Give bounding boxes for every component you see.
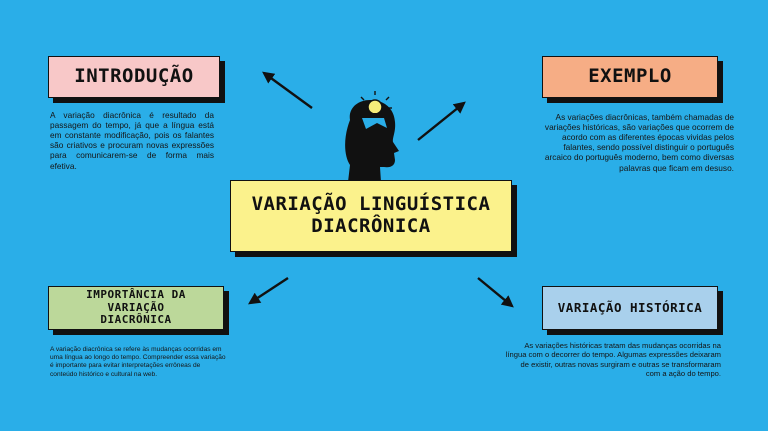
introducao-title-card: INTRODUÇÃO: [48, 56, 220, 98]
variacao-historica-title: VARIAÇÃO HISTÓRICA: [557, 299, 703, 315]
introducao-title: INTRODUÇÃO: [74, 65, 194, 88]
arrow-down-right-icon: [477, 277, 514, 308]
central-topic-title-line1: VARIAÇÃO LINGUÍSTICA: [251, 193, 491, 216]
importancia-title-card: IMPORTÂNCIA DA VARIAÇÃO DIACRÔNICA: [48, 286, 224, 330]
central-topic-title-line2: DIACRÔNICA: [311, 215, 431, 237]
exemplo-text: As variações diacrônicas, também chamada…: [544, 112, 734, 173]
importancia-title-line1: IMPORTÂNCIA DA VARIAÇÃO: [86, 288, 186, 314]
variacao-historica-text: As variações históricas tratam das mudan…: [505, 341, 721, 378]
variacao-historica-title-card: VARIAÇÃO HISTÓRICA: [542, 286, 718, 330]
importancia-text: A variação diacrônica se refere às mudan…: [50, 346, 226, 378]
central-topic-title: VARIAÇÃO LINGUÍSTICA DIACRÔNICA: [251, 193, 491, 238]
arrow-up-left-icon: [262, 71, 313, 109]
exemplo-title-card: EXEMPLO: [542, 56, 718, 98]
introducao-text: A variação diacrônica é resultado da pas…: [50, 110, 214, 171]
importancia-title: IMPORTÂNCIA DA VARIAÇÃO DIACRÔNICA: [55, 288, 217, 327]
arrow-up-right-icon: [417, 101, 466, 141]
arrow-down-left-icon: [247, 276, 289, 305]
exemplo-title: EXEMPLO: [588, 65, 672, 88]
central-topic-card: VARIAÇÃO LINGUÍSTICA DIACRÔNICA: [230, 180, 512, 252]
importancia-title-line2: DIACRÔNICA: [100, 313, 172, 327]
